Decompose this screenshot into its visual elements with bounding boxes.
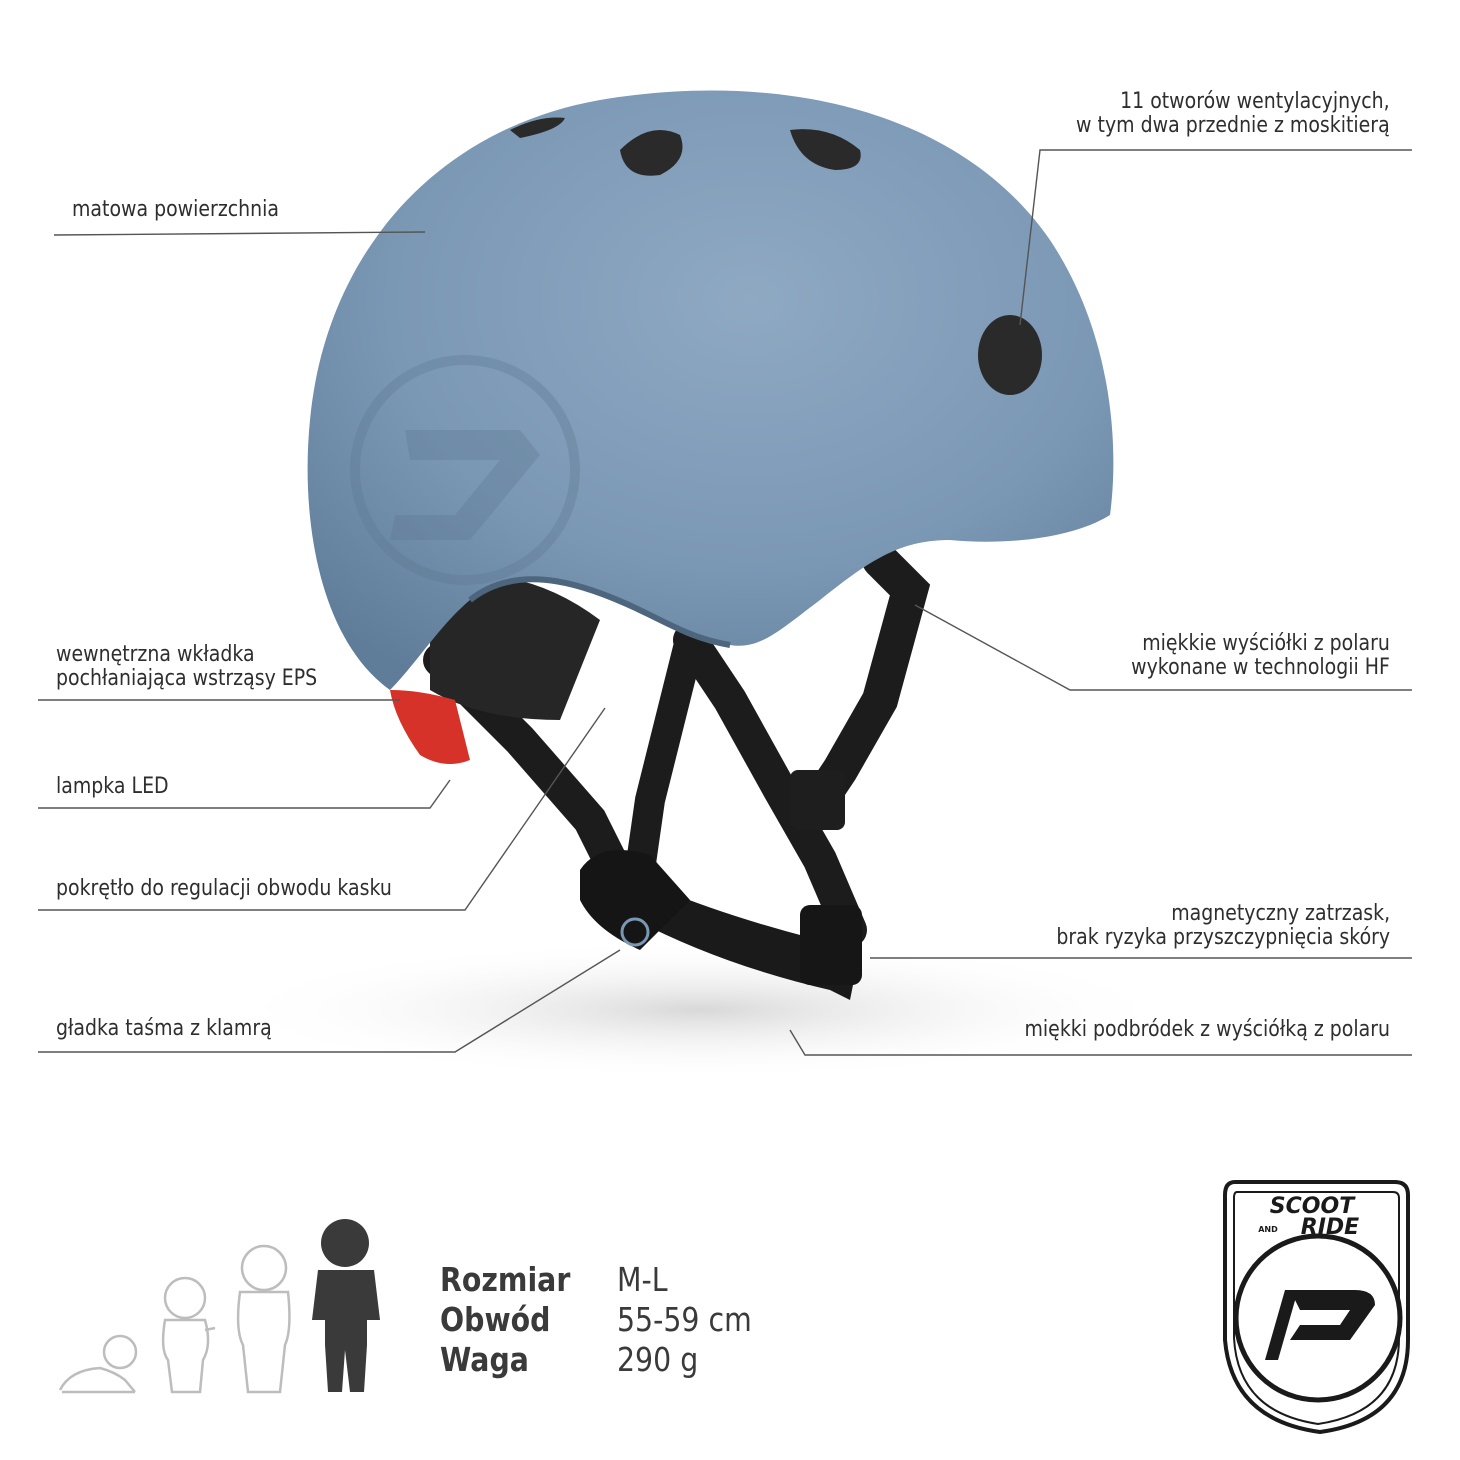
spec-circumference-value: 55-59 cm xyxy=(617,1300,752,1339)
child-icon xyxy=(236,1244,291,1394)
callout-text: magnetyczny zatrzask, xyxy=(1171,901,1390,926)
callout-eps-liner: wewnętrzna wkładka pochłaniająca wstrząs… xyxy=(56,643,317,691)
callout-text: miękki podbródek z wyściółką z polaru xyxy=(1024,1017,1390,1042)
callout-chin-pad: miękki podbródek z wyściółką z polaru xyxy=(1025,1018,1390,1042)
toddler-icon xyxy=(161,1276,216,1394)
kid-icon xyxy=(312,1219,380,1392)
leader-lines xyxy=(38,149,1412,1056)
callout-text: gładka taśma z klamrą xyxy=(56,1016,272,1041)
callout-text: brak ryzyka przyszczypnięcia skóry xyxy=(1056,925,1390,950)
led-lamp xyxy=(390,690,470,764)
callout-matte-surface: matowa powierzchnia xyxy=(72,198,279,222)
callout-text: pokrętło do regulacji obwodu kasku xyxy=(56,876,392,901)
spec-weight-key: Waga xyxy=(440,1340,529,1379)
callout-fleece-pads: miękkie wyściółki z polaru wykonane w te… xyxy=(1131,632,1390,680)
ground-shadow xyxy=(220,940,1180,1080)
crawling-baby-icon xyxy=(58,1334,138,1394)
callout-adjust-dial: pokrętło do regulacji obwodu kasku xyxy=(56,877,392,901)
callout-text: w tym dwa przednie z moskitierą xyxy=(1076,113,1390,138)
callout-text: wewnętrzna wkładka xyxy=(56,642,255,667)
embossed-logo xyxy=(350,355,580,585)
callout-text: pochłaniająca wstrząsy EPS xyxy=(56,666,318,691)
callout-strap-buckle: gładka taśma z klamrą xyxy=(56,1017,272,1041)
scoot-and-ride-logo-icon xyxy=(1223,1180,1410,1435)
ventilation-holes xyxy=(510,117,1042,395)
callout-text: miękkie wyściółki z polaru xyxy=(1142,631,1390,656)
helmet-straps xyxy=(423,542,931,1000)
callout-text: wykonane w technologii HF xyxy=(1131,655,1390,680)
callout-magnetic-clasp: magnetyczny zatrzask, brak ryzyka przysz… xyxy=(1056,902,1390,950)
callout-text: 11 otworów wentylacyjnych, xyxy=(1120,89,1390,114)
callout-text: lampka LED xyxy=(56,774,169,799)
size-figures xyxy=(58,1219,380,1394)
spec-size-value: M-L xyxy=(617,1260,668,1299)
spec-weight-value: 290 g xyxy=(617,1340,699,1379)
spec-circumference-key: Obwód xyxy=(440,1300,551,1339)
spec-size-key: Rozmiar xyxy=(440,1260,571,1299)
callout-ventilation: 11 otworów wentylacyjnych, w tym dwa prz… xyxy=(1076,90,1390,138)
callout-led-lamp: lampka LED xyxy=(56,775,169,799)
helmet-shell xyxy=(307,90,1114,691)
callout-text: matowa powierzchnia xyxy=(72,197,280,222)
